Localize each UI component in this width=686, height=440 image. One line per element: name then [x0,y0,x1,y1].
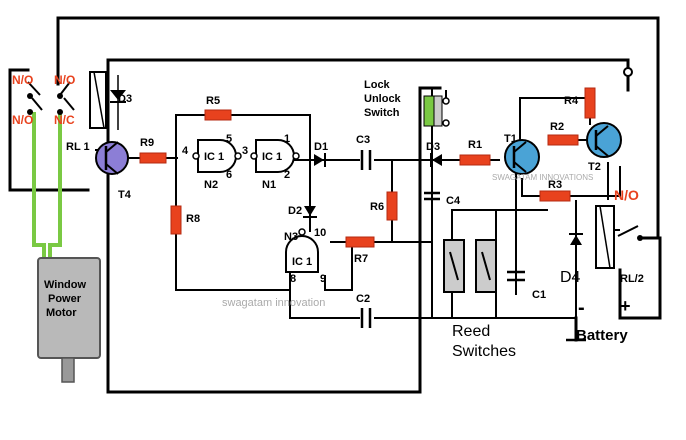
window-power-motor [37,257,101,383]
label-plus: + [620,296,631,316]
label-rl2: RL/2 [620,273,644,285]
label-c3: C3 [356,134,370,146]
resistor-r3 [539,190,571,202]
label-c2: C2 [356,293,370,305]
label-pin5: 5 [226,133,232,145]
label-r1: R1 [468,139,482,151]
diodes [303,153,583,245]
label-r5: R5 [206,95,220,107]
label-no-right: N/O [614,187,639,203]
label-minus: - [578,297,585,319]
label-r3: R3 [548,179,562,191]
transistor-t4 [95,141,129,175]
diode-d3-right [432,154,442,166]
label-no-top-right: N/O [54,73,75,87]
diode-d2 [304,206,316,216]
gate-n3 [285,235,319,273]
label-r9: R9 [140,137,154,149]
label-d3-right: D3 [426,141,440,153]
label-d2: D2 [288,205,302,217]
label-no-top-left: N/O [12,73,33,87]
label-no-mid-left: N/O [12,113,33,127]
label-pin6: 6 [226,169,232,181]
resistor-r4 [584,87,596,119]
label-pin8: 8 [290,273,296,285]
resistor-r2 [547,134,579,146]
label-r6: R6 [370,201,384,213]
motor-leads [32,112,62,260]
label-d4: D4 [560,269,581,286]
diode-d1 [314,154,324,166]
nand-gates [192,139,319,273]
label-reed-line1: Reed [452,323,490,340]
label-battery: Battery [576,327,628,344]
transistor-t2 [586,122,622,158]
label-pin9: 9 [320,273,326,285]
label-pin3: 3 [242,145,248,157]
label-t4: T4 [118,189,132,201]
label-n3: N3 [284,231,298,243]
labels: N/O N/O N/O N/C D3 RL 1 T4 R9 R5 R8 IC 1… [12,73,644,360]
label-r4: R4 [564,95,579,107]
label-pin10: 10 [314,227,326,239]
label-ic-a: IC 1 [204,151,224,163]
lock-unlock-switch [423,90,450,127]
relay-rl1 [27,71,126,130]
label-motor-line1: Window [44,279,86,291]
label-pin2: 2 [284,169,290,181]
watermark-main: swagatam innovation [222,297,325,309]
resistor-r6 [386,191,398,221]
label-d1: D1 [314,141,328,153]
label-t2: T2 [588,161,601,173]
label-ic-b: IC 1 [262,151,282,163]
reed-switches [443,239,497,293]
label-nc-mid-right: N/C [54,113,75,127]
resistor-r7 [345,236,375,248]
label-lock-line2: Unlock [364,93,402,105]
resistor-r1 [459,154,491,166]
label-lock-line3: Switch [364,107,400,119]
label-r8: R8 [186,213,200,225]
label-rl1: RL 1 [66,141,90,153]
label-ic-c: IC 1 [292,256,312,268]
label-motor-line3: Motor [46,307,77,319]
label-motor-line2: Power [48,293,82,305]
label-pin4: 4 [182,145,189,157]
relay-rl2 [595,67,643,269]
resistor-r8 [170,205,182,235]
resistor-r9 [139,152,167,164]
label-d3-left: D3 [118,93,132,105]
label-pin1: 1 [284,133,290,145]
label-c4: C4 [446,195,461,207]
label-c1: C1 [532,289,546,301]
resistors [139,87,596,248]
label-lock-line1: Lock [364,79,391,91]
watermark-small: SWAGATAM INNOVATIONS [492,173,593,182]
label-reed-line2: Switches [452,343,516,360]
label-n1: N1 [262,179,276,191]
label-t1: T1 [504,133,517,145]
label-r7: R7 [354,253,368,265]
diode-d4 [570,235,582,245]
capacitors [360,150,525,328]
transistor-t1 [504,139,540,175]
resistor-r5 [204,109,232,121]
label-n2: N2 [204,179,218,191]
label-r2: R2 [550,121,564,133]
wires [8,16,662,394]
